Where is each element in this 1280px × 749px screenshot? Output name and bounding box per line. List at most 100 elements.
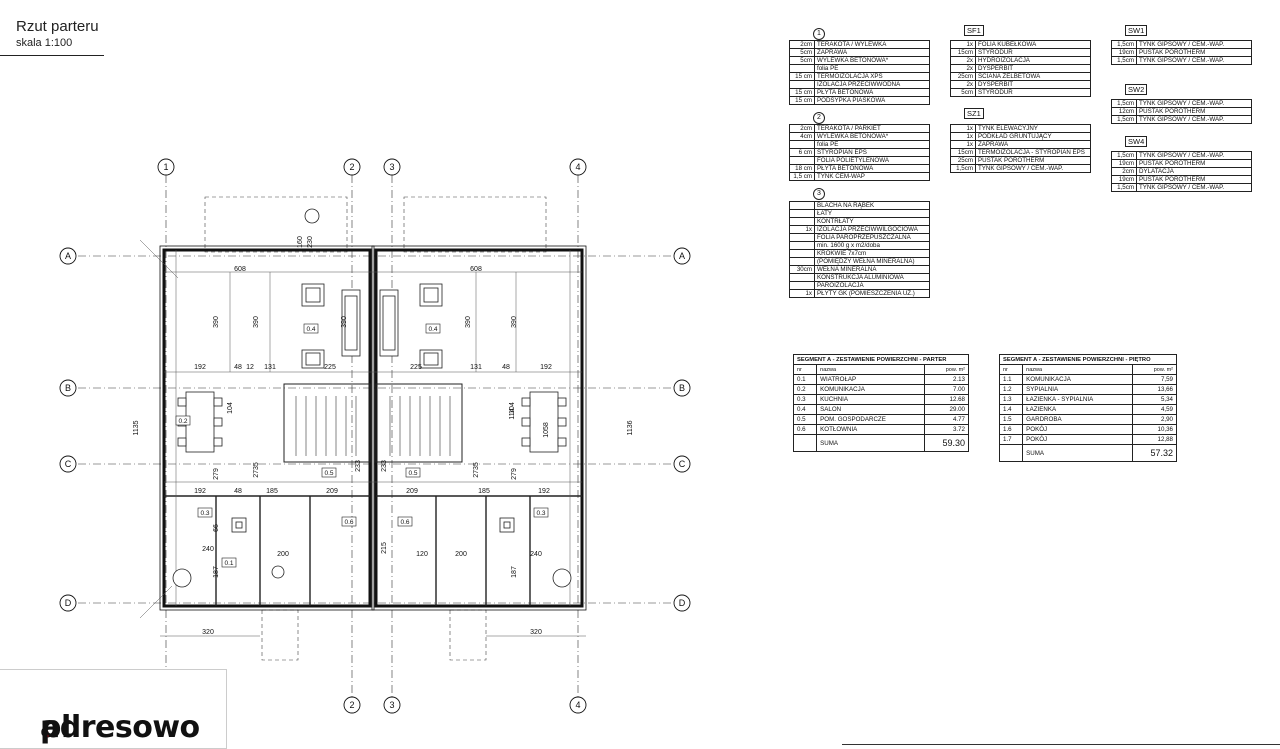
bottom-rule [842,744,1280,745]
area-table-pietro-heading: SEGMENT A - ZESTAWIENIE POWIERZCHNI - PI… [999,354,1177,365]
area-name: SYPIALNIA [1022,384,1134,395]
dim-12: 12 [246,364,254,371]
spec-thickness: 1x [950,132,976,141]
spec-thickness [789,217,815,226]
dim-225: 225 [324,364,336,371]
area-name: POKÓJ [1022,424,1134,435]
spec-thickness: 1,5 cm [789,172,815,181]
spec-row: folia PE [789,140,930,149]
dim-120: 120 [416,551,428,558]
area-name: SALON [816,404,926,415]
spec-thickness: 1x [950,40,976,49]
dim-185-br: 185 [478,488,490,495]
spec-material: STYROPIAN EPS [814,148,930,157]
col-nr: nr [792,364,818,375]
dim-209-b: 209 [326,488,338,495]
area-name: GARDROBA [1022,414,1134,425]
spec-thickness: 1,5cm [1111,151,1137,160]
spec-material: TYNK ELEWACYJNY [975,124,1091,133]
spec-thickness: 18 cm [789,164,815,173]
spec-material: PODSYPKA PIASKOWA [814,96,930,105]
spec-material: PUSTAK POROTHERM [1136,48,1252,57]
dim-1058: 1058 [543,422,550,438]
spec-material: ŁATY [814,209,930,218]
spec-material: TYNK CEM-WAP [814,172,930,181]
spec-material: IZOLACJA PRZECIWWILGOCIOWA [814,225,930,234]
spec-material: FOLIA KUBEŁKOWA [975,40,1091,49]
area-sum-blank [998,444,1024,462]
spec-material: (POMIĘDZY WEŁNA MINERALNA) [814,257,930,266]
spec-thickness: 1,5cm [950,164,976,173]
area-sum-label: SUMA [816,434,926,452]
room-tag-05-left: 0.5 [324,470,333,477]
spec-thickness: 1x [950,140,976,149]
spec-row: IZOLACJA PRZECIWWODNA [789,80,930,89]
spec-row: KONSTRUKCJA ALUMINIOWA [789,273,930,282]
spec-material: DYSPERBIT [975,80,1091,89]
col-nr: nr [998,364,1024,375]
spec-row: (POMIĘDZY WEŁNA MINERALNA) [789,257,930,266]
spec-material: FOLIA PAROPRZEPUSZCZALNA [814,233,930,242]
dim-200-r: 200 [455,551,467,558]
dim-48-b: 48 [234,488,242,495]
spec-material: WEŁNA MINERALNA [814,265,930,274]
area-nr: 1.7 [998,434,1024,445]
axis-label-2-top: 2 [349,162,354,172]
spec-row: BLACHA NA RĄBEK [789,201,930,210]
dim-230: 230 [307,236,314,248]
spec-row: FOLIA POLIETYLENOWA [789,156,930,165]
spec3-number: 3 [813,188,825,200]
spec-material: TYNK GIPSOWY / CEM.-WAP. [1136,56,1252,65]
area-nr: 0.1 [792,374,818,385]
spec-material: WYLEWKA BETONOWA* [814,56,930,65]
spec-material: TERMOIZOLACJA - STYROPIAN EPS [975,148,1091,157]
area-name: KUCHNIA [816,394,926,405]
axis-label-4-bottom: 4 [575,700,580,710]
spec-row: ŁATY [789,209,930,218]
spec-thickness: 4cm [789,132,815,141]
area-name: WIATROŁAP [816,374,926,385]
spec-thickness: 15cm [950,148,976,157]
area-nr: 1.6 [998,424,1024,435]
area-nr: 1.1 [998,374,1024,385]
dim-233-r: 233 [381,460,388,472]
spec-material: KROKWIE 7x7cm [814,249,930,258]
spec-material: PUSTAK POROTHERM [1136,175,1252,184]
axis-label-4-top: 4 [575,162,580,172]
spec-material: PUSTAK POROTHERM [1136,107,1252,116]
spec-material: IZOLACJA PRZECIWWODNA [814,80,930,89]
area-table-parter: SEGMENT A - ZESTAWIENIE POWIERZCHNI - PA… [792,354,969,452]
dim-192-b: 192 [194,488,206,495]
spec-thickness: 2cm [1111,167,1137,176]
area-name: ŁAZIENKA - SYPIALNIA [1022,394,1134,405]
dim-390-b: 390 [253,316,260,328]
spec-material: TYNK GIPSOWY / CEM.-WAP. [1136,183,1252,192]
spec-material: HYDROIZOLACJA [975,56,1091,65]
dim-390-a: 390 [213,316,220,328]
area-sum-value: 57.32 [1132,444,1177,462]
dim-320: 320 [202,629,214,636]
spec-row: min. 1600 g x m2/doba [789,241,930,250]
spec-thickness [789,281,815,290]
adresowo-logo[interactable]: adresowo.pl [0,669,227,749]
sf1-tag: SF1 [964,25,984,36]
area-table-pietro: SEGMENT A - ZESTAWIENIE POWIERZCHNI - PI… [998,354,1177,462]
